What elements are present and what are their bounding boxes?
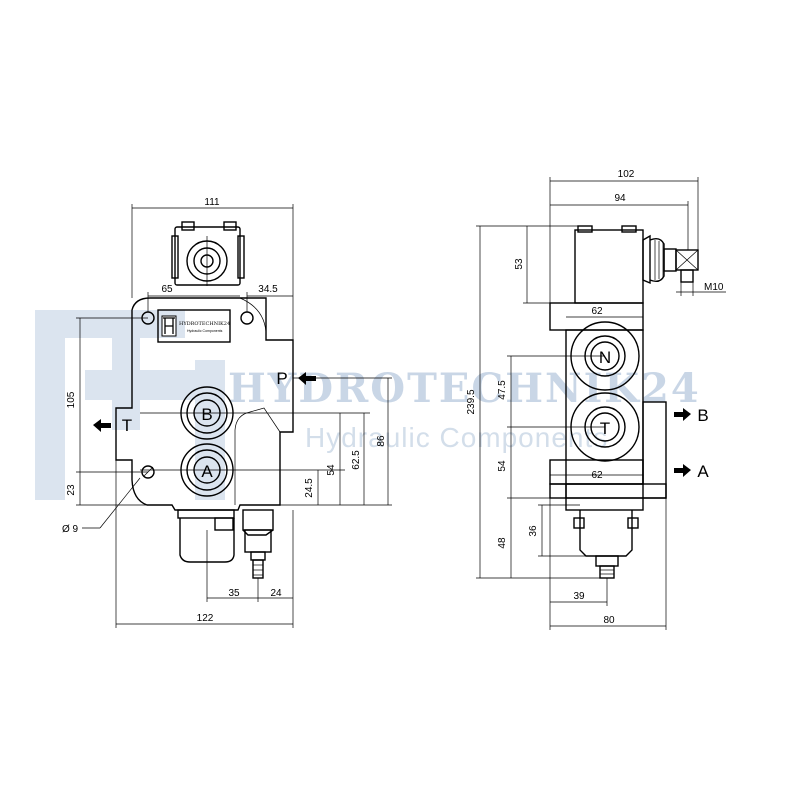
side-solenoid (574, 225, 699, 304)
dim-122: 122 (197, 613, 214, 624)
port-t-side-label: T (600, 419, 610, 438)
port-b-side-arrow-icon (674, 408, 691, 421)
dim-47-5: 47.5 (497, 380, 508, 400)
dimensions-front-top: 111 65 34.5 (131, 197, 294, 340)
dimensions-side-left: 53 239.5 47.5 54 48 36 62 (466, 225, 643, 579)
dim-48: 48 (497, 537, 508, 549)
dim-65: 65 (161, 284, 173, 295)
dimensions-side-bottom: 39 80 (549, 498, 667, 630)
dim-23: 23 (66, 484, 77, 496)
mount-hole-icon (240, 311, 254, 325)
plate-brand: HYDROTECHNIK24 (179, 321, 230, 327)
dimensions-front-left: 105 23 Ø 9 (62, 317, 148, 535)
port-p-label: P (276, 369, 287, 388)
front-spool-end (177, 509, 274, 579)
port-a-label: A (201, 462, 213, 481)
port-b-label: B (201, 405, 212, 424)
dim-m10: M10 (704, 282, 724, 293)
dim-239-5: 239.5 (466, 389, 477, 414)
dim-62-5: 62.5 (351, 450, 362, 470)
dim-36: 36 (528, 525, 539, 537)
dimensions-front-right: 24.5 54 62.5 86 (140, 377, 392, 506)
watermark-brand: HYDROTECHNIK24 (228, 365, 701, 412)
dimensions-side-top: 102 94 M10 62 (549, 169, 726, 318)
plate-tagline: Hydraulic Components (187, 329, 223, 333)
port-p-arrow-icon (298, 372, 316, 385)
dim-62-top: 62 (591, 306, 603, 317)
dim-24-5: 24.5 (304, 478, 315, 498)
name-plate: HYDROTECHNIK24 Hydraulic Components (157, 309, 231, 343)
dim-111: 111 (204, 197, 220, 208)
side-spool-end (573, 510, 639, 579)
dim-62-bottom: 62 (591, 470, 603, 481)
dim-34-5: 34.5 (258, 284, 278, 295)
front-view: HYDROTECHNIK24 Hydraulic Components B A (62, 197, 392, 628)
dim-24: 24 (270, 588, 282, 599)
port-a-side-label: A (697, 462, 709, 481)
watermark: HYDROTECHNIK24 Hydraulic Components (35, 310, 701, 500)
port-a-side-arrow-icon (674, 464, 691, 477)
dim-80: 80 (603, 615, 615, 626)
front-solenoid (171, 221, 245, 286)
side-view: N T B A (466, 169, 726, 630)
dimensions-front-bottom: 35 24 122 (115, 460, 294, 628)
port-t-arrow-icon (93, 419, 111, 432)
dim-39: 39 (573, 591, 585, 602)
dim-105: 105 (66, 391, 77, 408)
port-n-label: N (599, 348, 611, 367)
side-valve-body (549, 302, 667, 511)
dim-94: 94 (614, 193, 626, 204)
dim-54-side: 54 (497, 460, 508, 472)
dim-hole-diameter: Ø 9 (62, 524, 79, 535)
dim-54: 54 (326, 464, 337, 476)
dim-53: 53 (514, 258, 525, 270)
port-t-label: T (122, 416, 132, 435)
watermark-logo (35, 310, 225, 500)
dim-86: 86 (376, 435, 387, 447)
dim-35: 35 (228, 588, 240, 599)
port-b-side-label: B (697, 406, 708, 425)
dim-102: 102 (618, 169, 635, 180)
